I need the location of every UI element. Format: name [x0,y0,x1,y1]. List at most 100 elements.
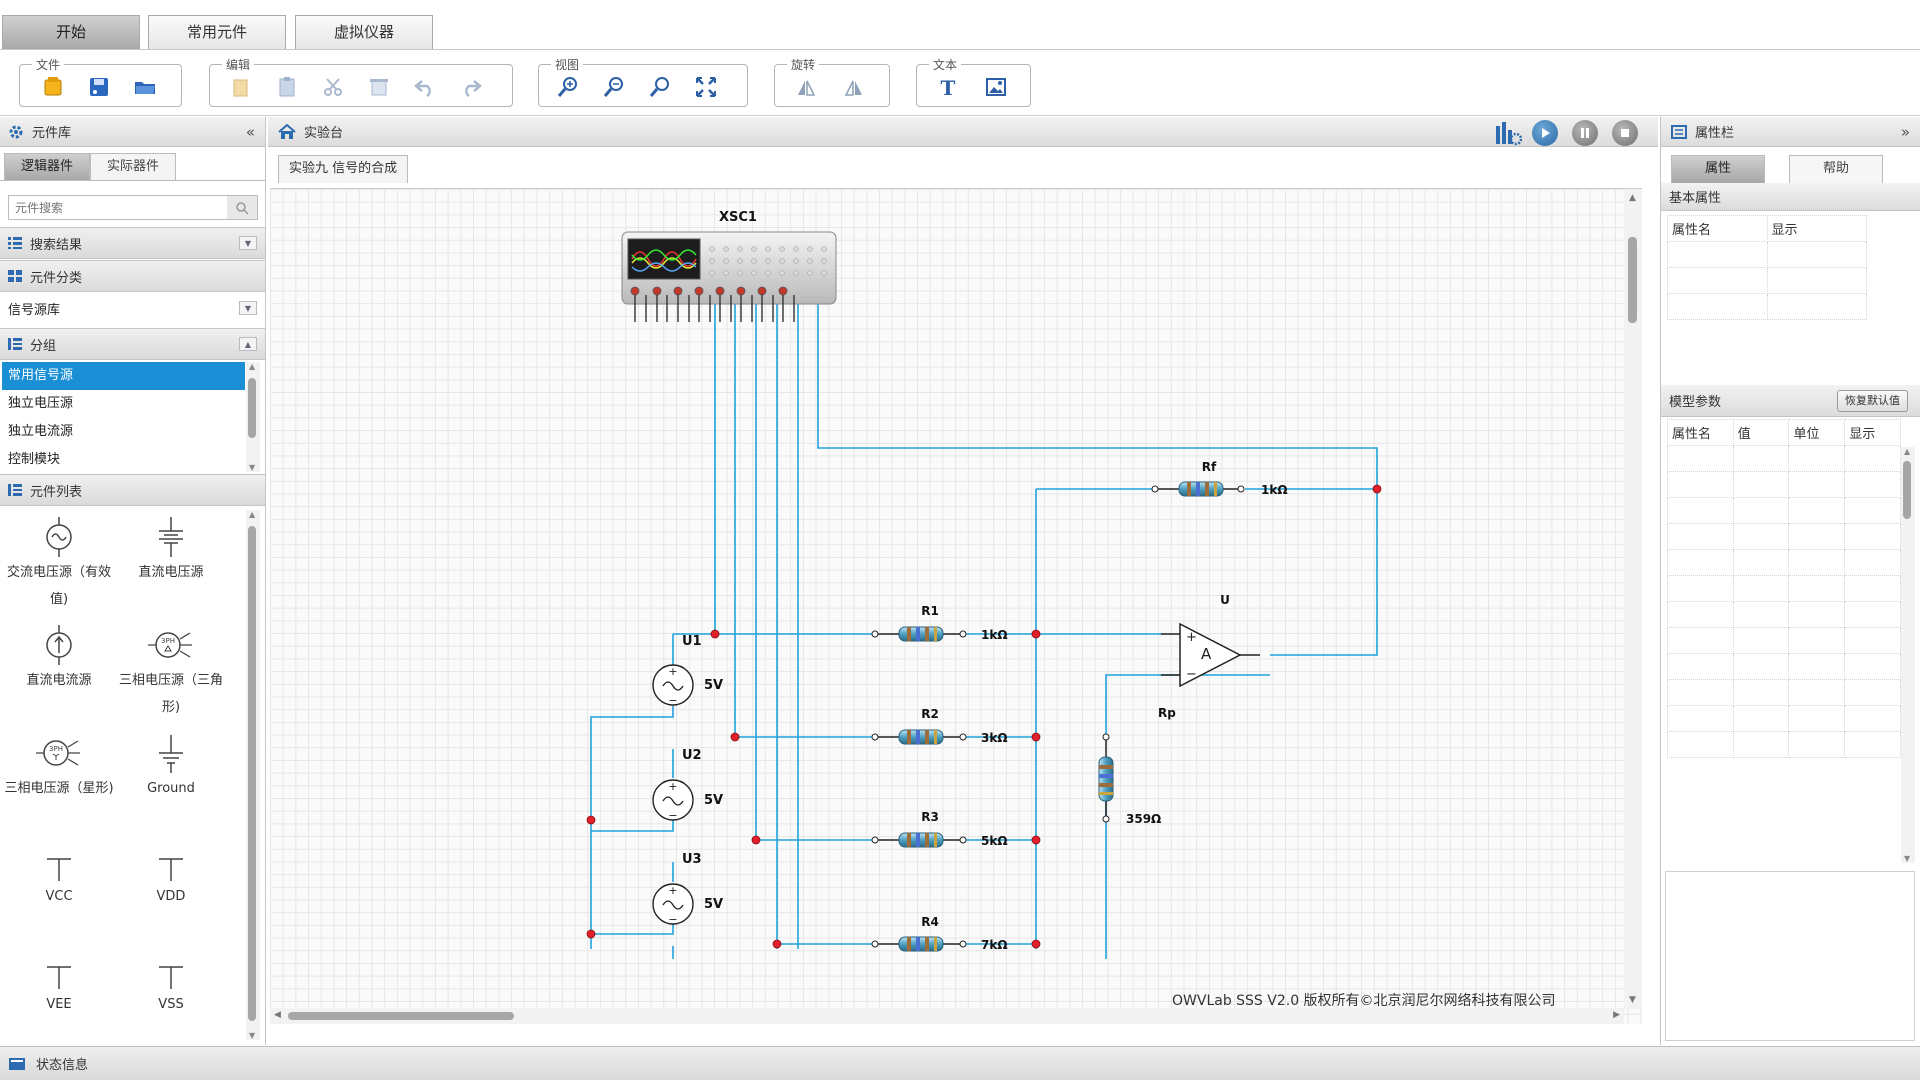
group-scrollbar[interactable]: ▲ ▼ [246,362,260,472]
search-icon[interactable] [227,196,257,219]
play-icon [1542,128,1550,138]
collapse-right-button[interactable]: » [1900,123,1910,141]
run-button[interactable] [1532,120,1558,146]
component-list-scrollbar[interactable]: ▲ ▼ [246,510,260,1040]
component-three-phase-delta[interactable]: 3PH 三相电压源（三角形) [116,623,226,721]
resistor-rp[interactable] [1098,733,1114,823]
rotate-left-icon[interactable] [793,75,819,99]
tab-help[interactable]: 帮助 [1789,155,1883,183]
status-icon [9,1057,25,1070]
tab-start[interactable]: 开始 [2,15,140,49]
new-file-icon[interactable] [40,75,66,99]
component-library-title: 元件库 [32,126,72,141]
resistor-r1[interactable] [871,626,967,642]
reset-default-button[interactable]: 恢复默认值 [1837,390,1908,412]
rotate-right-icon[interactable] [841,75,867,99]
tab-common-components[interactable]: 常用元件 [148,15,286,49]
component-vee[interactable]: VEE [4,947,114,1018]
image-icon[interactable] [983,75,1009,99]
status-bar: 状态信息 [0,1046,1920,1080]
resistor-r2[interactable] [871,729,967,745]
text-icon[interactable]: T [935,75,961,99]
save-icon[interactable] [86,75,112,99]
delete-icon[interactable] [366,75,392,99]
scroll-down-icon[interactable]: ▼ [249,1031,256,1040]
fit-screen-icon[interactable] [693,75,719,99]
paste-icon[interactable] [274,75,300,99]
component-ac-voltage-source[interactable]: 交流电压源（有效值) [4,515,114,613]
ac-source-u3[interactable]: + − [652,883,694,926]
component-three-phase-star[interactable]: 3PH 三相电压源（星形) [4,731,114,802]
scroll-down-icon[interactable]: ▼ [1629,995,1636,1005]
resistor-r4[interactable] [871,936,967,952]
oscilloscope-xsc1[interactable] [621,231,837,322]
component-dc-voltage-source[interactable]: 直流电压源 [116,515,226,586]
zoom-out-icon[interactable] [601,75,627,99]
canvas-vscrollbar[interactable]: ▲ ▼ [1624,189,1642,1009]
scroll-thumb[interactable] [1628,237,1637,323]
ac-source-u2[interactable]: + − [652,779,694,822]
component-dc-current-source[interactable]: 直流电流源 [4,623,114,694]
opamp-u[interactable]: + − A [1161,622,1260,688]
component-ground[interactable]: Ground [116,731,226,802]
component-vcc[interactable]: VCC [4,839,114,910]
copy-icon[interactable] [228,75,254,99]
toolbar: 文件 编辑 视图 旋转 文本 T [0,50,1920,116]
scroll-thumb[interactable] [248,378,256,438]
chevron-up-icon[interactable]: ▲ [239,337,257,351]
group-item-control-module[interactable]: 控制模块 [8,452,61,467]
wire [591,924,674,935]
group-item-current-source[interactable]: 独立电流源 [8,424,74,439]
scroll-thumb[interactable] [1903,461,1911,519]
scroll-up-icon[interactable]: ▲ [249,362,256,371]
group-item-common-sources[interactable]: 常用信号源 [2,362,245,390]
stop-button[interactable] [1612,120,1638,146]
canvas-hscrollbar[interactable]: ◀ ▶ [270,1008,1624,1024]
vss-icon [159,966,183,989]
instrument-settings-icon[interactable] [1494,120,1523,146]
chevron-down-icon[interactable]: ▼ [239,236,257,250]
cut-icon[interactable] [320,75,346,99]
section-search-results[interactable]: 搜索结果 ▼ [0,227,265,259]
dc-voltage-source-icon [159,517,183,557]
group-item-voltage-source[interactable]: 独立电压源 [8,396,74,411]
redo-icon[interactable] [458,75,484,99]
open-folder-icon[interactable] [132,75,158,99]
tab-virtual-instruments[interactable]: 虚拟仪器 [295,15,433,49]
resistor-r3[interactable] [871,832,967,848]
scroll-up-icon[interactable]: ▲ [1629,193,1636,203]
undo-icon[interactable] [412,75,438,99]
scroll-left-icon[interactable]: ◀ [274,1010,281,1020]
zoom-reset-icon[interactable] [647,75,673,99]
section-group[interactable]: 分组 ▲ [0,328,265,360]
junction-node [751,835,761,845]
model-params-scrollbar[interactable]: ▲ ▼ [1901,447,1915,863]
scroll-thumb[interactable] [288,1012,514,1020]
chevron-down-icon[interactable]: ▼ [239,301,257,315]
scroll-down-icon[interactable]: ▼ [1904,854,1911,863]
ac-voltage-source-icon [46,517,72,557]
component-search-input[interactable] [9,196,227,219]
zoom-in-icon[interactable] [555,75,581,99]
component-vdd[interactable]: VDD [116,839,226,910]
resistor-rf[interactable] [1151,481,1245,497]
pause-button[interactable] [1572,120,1598,146]
circuit-canvas[interactable]: XSC1 + − U1 5V + − U2 5V + − [270,188,1642,1024]
scroll-up-icon[interactable]: ▲ [249,510,256,519]
tab-real-devices[interactable]: 实际器件 [90,153,176,181]
resistor-r1-value: 1kΩ [981,628,1008,642]
tab-logic-devices[interactable]: 逻辑器件 [4,153,90,181]
ac-source-u1[interactable]: + − [652,664,694,707]
scroll-down-icon[interactable]: ▼ [249,463,256,472]
category-select[interactable]: 信号源库 ▼ [0,293,265,323]
scroll-up-icon[interactable]: ▲ [1904,447,1911,456]
tab-experiment-9[interactable]: 实验九 信号的合成 [278,155,409,183]
tab-properties[interactable]: 属性 [1671,155,1765,183]
collapse-left-button[interactable]: « [245,123,255,141]
component-vss[interactable]: VSS [116,947,226,1018]
vee-icon [47,966,71,989]
workbench-header: 实验台 [268,117,1658,147]
junction-node [1372,484,1382,494]
scroll-right-icon[interactable]: ▶ [1613,1010,1620,1020]
scroll-thumb[interactable] [248,526,256,1021]
